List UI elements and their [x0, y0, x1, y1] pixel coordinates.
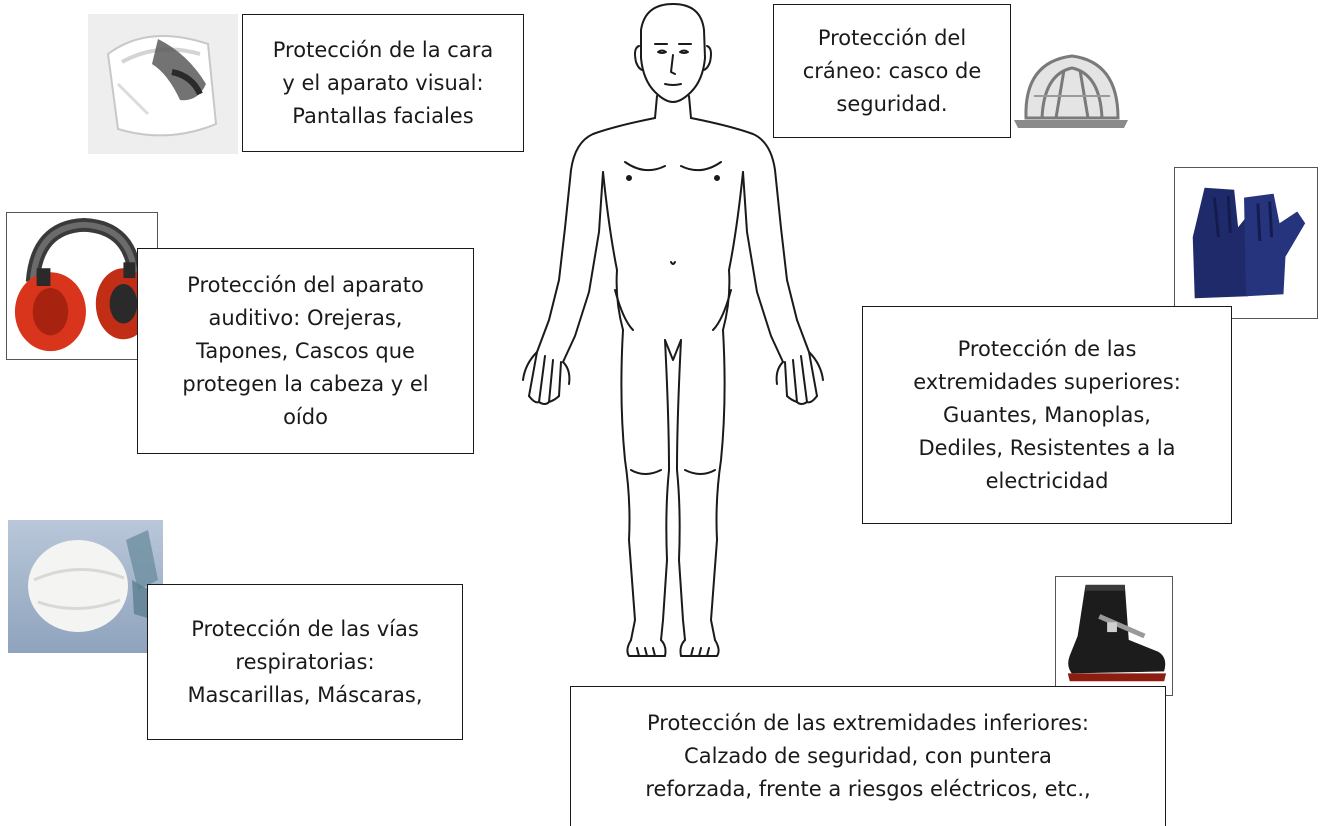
- safety-boot-photo: [1055, 576, 1173, 696]
- earmuffs-photo: [6, 212, 158, 360]
- hearing-protection-box: Protección del aparato auditivo: Orejera…: [137, 248, 474, 454]
- lower-limbs-protection-box: Protección de las extremidades inferiore…: [570, 686, 1166, 826]
- face-shield-photo: [88, 14, 238, 154]
- upper-limbs-protection-box: Protección de las extremidades superiore…: [862, 306, 1232, 524]
- face-protection-box: Protección de la cara y el aparato visua…: [242, 14, 524, 152]
- respiratory-protection-label: Protección de las vías respiratorias: Ma…: [187, 616, 423, 707]
- skull-protection-box: Protección del cráneo: casco de segurida…: [773, 4, 1011, 138]
- upper-limbs-protection-label: Protección de las extremidades superiore…: [913, 336, 1181, 493]
- gloves-icon: [1175, 168, 1317, 318]
- gloves-photo: [1174, 167, 1318, 319]
- dust-mask-icon: [8, 520, 163, 653]
- human-body-outline: [522, 3, 824, 657]
- safety-boot-icon: [1056, 577, 1172, 695]
- lower-limbs-protection-label: Protección de las extremidades inferiore…: [645, 711, 1091, 801]
- respiratory-protection-box: Protección de las vías respiratorias: Ma…: [147, 584, 463, 740]
- dust-mask-photo: [8, 520, 163, 653]
- skull-protection-label: Protección del cráneo: casco de segurida…: [802, 25, 982, 116]
- safety-helmet-icon: [1012, 40, 1130, 132]
- face-shield-icon: [88, 14, 238, 154]
- earmuffs-icon: [7, 213, 157, 359]
- hearing-protection-label: Protección del aparato auditivo: Orejera…: [182, 272, 429, 429]
- human-body-figure: [505, 0, 835, 662]
- face-protection-label: Protección de la cara y el aparato visua…: [272, 37, 494, 128]
- safety-helmet-photo: [1012, 40, 1130, 132]
